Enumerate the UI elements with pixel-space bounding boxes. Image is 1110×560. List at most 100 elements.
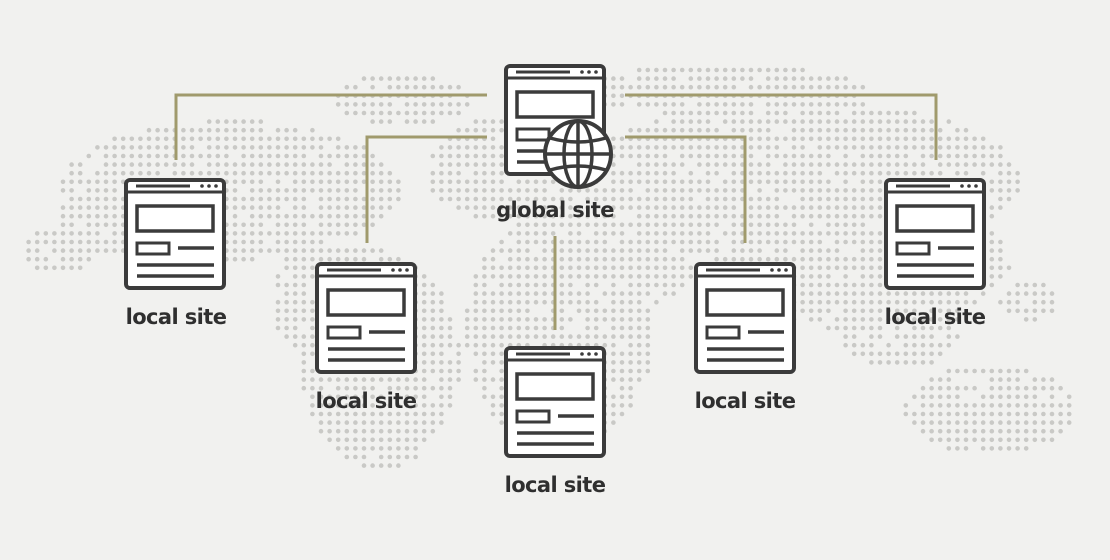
map-dot: [843, 334, 848, 339]
map-dot: [464, 205, 470, 210]
map-dot: [69, 179, 74, 185]
map-dot: [499, 377, 504, 382]
map-dot: [860, 127, 866, 133]
map-dot: [688, 274, 694, 279]
map-dot: [989, 213, 995, 219]
map-dot: [628, 222, 633, 228]
map-dot: [731, 231, 737, 236]
map-dot: [877, 188, 883, 193]
map-dot: [903, 291, 909, 296]
map-dot: [714, 84, 719, 90]
map-dot: [387, 256, 393, 262]
map-dot: [851, 127, 857, 133]
map-dot: [292, 127, 298, 133]
map-dot: [292, 162, 298, 167]
map-dot: [181, 153, 186, 159]
map-dot: [808, 119, 814, 124]
map-dot: [499, 162, 504, 167]
map-dot: [507, 205, 513, 210]
map-dot: [955, 291, 960, 296]
map-dot: [559, 334, 565, 339]
map-dot: [473, 205, 479, 210]
map-dot: [894, 162, 900, 167]
map-dot: [292, 291, 298, 296]
map-dot: [826, 162, 831, 167]
map-dot: [1058, 420, 1063, 425]
map-dot: [774, 239, 780, 245]
map-dot: [1049, 299, 1055, 305]
map-dot: [783, 170, 788, 176]
map-dot: [679, 67, 685, 73]
map-dot: [697, 205, 702, 210]
map-dot: [103, 179, 109, 185]
map-dot: [421, 84, 427, 90]
map-dot: [103, 222, 109, 228]
map-dot: [636, 274, 642, 279]
map-dot: [800, 179, 805, 185]
map-dot: [361, 403, 367, 408]
map-dot: [877, 127, 883, 133]
map-dot: [189, 127, 195, 133]
map-dot: [361, 256, 367, 262]
map-dot: [129, 153, 135, 159]
map-dot: [1058, 403, 1063, 408]
map-dot: [258, 231, 264, 236]
map-dot: [929, 411, 934, 417]
map-dot: [1006, 368, 1012, 374]
map-dot: [284, 231, 289, 236]
map-dot: [396, 179, 401, 185]
map-dot: [817, 76, 823, 81]
map-dot: [34, 265, 40, 271]
map-dot: [826, 127, 831, 133]
map-dot: [77, 239, 83, 245]
map-dot: [241, 162, 246, 167]
map-dot: [327, 403, 332, 408]
map-dot: [301, 256, 307, 262]
map-dot: [886, 299, 891, 305]
map-dot: [765, 239, 771, 245]
map-dot: [430, 110, 436, 116]
map-dot: [1015, 403, 1020, 408]
map-dot: [533, 213, 539, 219]
map-dot: [628, 170, 633, 176]
map-dot: [851, 291, 857, 296]
map-dot: [834, 239, 840, 245]
map-dot: [387, 428, 393, 434]
map-dot: [172, 170, 178, 176]
map-dot: [774, 145, 780, 150]
map-dot: [344, 153, 350, 159]
map-dot: [1041, 403, 1046, 408]
map-dot: [946, 446, 952, 451]
map-dot: [310, 213, 315, 219]
map-dot: [525, 256, 530, 262]
map-dot: [774, 196, 780, 202]
map-dot: [335, 420, 341, 425]
map-dot: [1006, 188, 1012, 193]
map-dot: [834, 248, 840, 253]
map-dot: [705, 119, 711, 124]
map-dot: [576, 299, 582, 305]
map-dot: [688, 76, 694, 81]
map-dot: [671, 110, 676, 116]
map-dot: [645, 291, 651, 296]
map-dot: [748, 205, 754, 210]
map-dot: [542, 231, 547, 236]
map-dot: [482, 127, 487, 133]
map-dot: [112, 239, 117, 245]
map-dot: [439, 196, 444, 202]
map-dot: [757, 222, 762, 228]
map-dot: [559, 274, 565, 279]
map-dot: [327, 188, 332, 193]
map-dot: [912, 334, 917, 339]
map-dot: [860, 231, 866, 236]
map-dot: [705, 76, 711, 81]
map-dot: [507, 274, 513, 279]
map-dot: [482, 274, 487, 279]
map-dot: [826, 153, 831, 159]
map-dot: [1041, 299, 1046, 305]
map-dot: [421, 325, 427, 331]
map-dot: [559, 256, 565, 262]
map-dot: [774, 136, 780, 142]
map-dot: [267, 170, 272, 176]
map-dot: [783, 256, 788, 262]
